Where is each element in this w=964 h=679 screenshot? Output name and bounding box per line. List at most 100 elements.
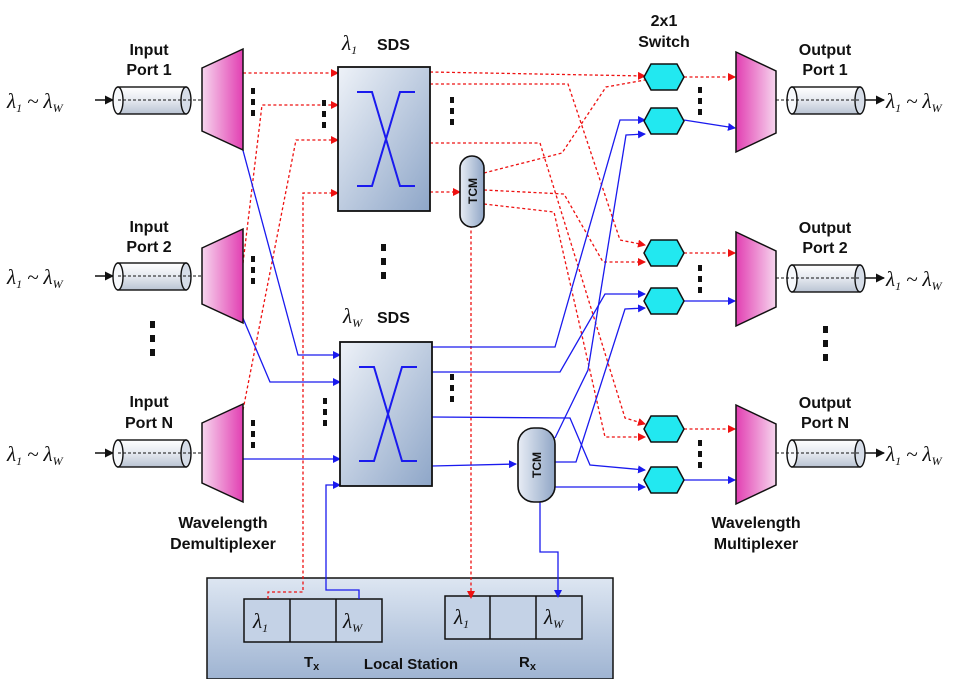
output-port-n-label-line1: Output — [799, 395, 852, 412]
red-path — [430, 142, 646, 426]
sds-lambda1-label: SDS — [377, 37, 410, 54]
tcm-2: TCM — [517, 427, 556, 503]
ellipsis-dots — [150, 87, 828, 468]
input-1-lambda-range: λ1~λW — [6, 89, 64, 115]
red-path — [483, 189, 646, 266]
input-n-lambda-range: λ1~λW — [6, 442, 64, 468]
input-fiber-1 — [95, 86, 202, 115]
red-path — [483, 203, 646, 441]
blue-path — [555, 304, 646, 463]
blue-path — [431, 416, 646, 474]
sds-lambdaW-label: SDS — [377, 310, 410, 327]
port-labels: Input Port 1 Input Port 2 Input Port N O… — [125, 13, 852, 553]
switch-hexagon — [643, 466, 685, 494]
multiplexer-1 — [735, 50, 777, 154]
blue-path — [432, 290, 646, 373]
switch-hexagon — [643, 239, 685, 267]
switch-hexagon — [643, 415, 685, 443]
ellipsis-vertical — [698, 87, 702, 115]
tcm-1: TCM — [459, 155, 485, 228]
output-port-2-label-line2: Port 2 — [802, 240, 847, 257]
output-fiber-1 — [776, 86, 885, 115]
blue-path — [233, 296, 341, 386]
blue-paths — [233, 116, 736, 599]
ellipsis-vertical — [150, 321, 155, 356]
ellipsis-vertical — [698, 265, 702, 293]
demultiplexer-n — [201, 402, 244, 504]
input-port-2-label-line1: Input — [129, 219, 169, 236]
tx-label: Tx — [304, 654, 320, 673]
red-paths — [242, 69, 736, 599]
ellipsis-vertical — [322, 100, 326, 128]
ellipsis-vertical — [823, 326, 828, 361]
output-port-1-label-line1: Output — [799, 42, 852, 59]
input-2-lambda-range: λ1~λW — [6, 265, 64, 291]
red-path — [242, 136, 339, 411]
red-path — [430, 83, 646, 248]
blue-path — [539, 500, 562, 598]
sds-lambdaW-symbol: λW — [342, 304, 363, 330]
rx-label: Rx — [519, 654, 537, 673]
ellipsis-vertical — [251, 88, 255, 116]
red-path — [242, 101, 339, 264]
input-port-n-label-line1: Input — [129, 394, 169, 411]
output-fiber-n — [776, 439, 885, 468]
ellipsis-vertical — [381, 244, 386, 279]
tcm-2-label: TCM — [530, 452, 544, 478]
tcm-1-label: TCM — [466, 178, 480, 204]
input-port-1-label-line2: Port 1 — [126, 62, 171, 79]
blue-path — [683, 119, 736, 131]
input-port-1-label-line1: Input — [129, 42, 169, 59]
input-port-n-label-line2: Port N — [125, 415, 173, 432]
multiplexer-n — [735, 403, 777, 506]
sds-lambda1: λ1 SDS — [337, 31, 431, 212]
blue-path — [325, 481, 360, 599]
ellipsis-vertical — [450, 374, 454, 402]
ellipsis-vertical — [251, 420, 255, 448]
lambda-range-labels: λ1~λW λ1~λW λ1~λW λ1~λW λ1~λW λ1~λW — [6, 89, 943, 468]
mux-label-line1: Wavelength — [711, 515, 800, 532]
rx-buffer: λ1 λW Rx — [444, 595, 583, 673]
output-port-n-label-line2: Port N — [801, 415, 849, 432]
ellipsis-vertical — [323, 398, 327, 426]
crossbar-icon — [359, 366, 417, 462]
ellipsis-vertical — [450, 97, 454, 125]
demux-label-line1: Wavelength — [178, 515, 267, 532]
blue-path — [233, 116, 341, 359]
switch-hexagon — [643, 63, 685, 91]
tx-lambda-1: λ1 — [252, 609, 268, 635]
output-n-lambda-range: λ1~λW — [885, 442, 943, 468]
output-1-lambda-range: λ1~λW — [885, 89, 943, 115]
blue-path — [554, 130, 646, 439]
tx-lambda-w: λW — [342, 609, 363, 635]
switch-hexagon — [643, 107, 685, 135]
mux-label-line2: Multiplexer — [714, 536, 798, 553]
rx-lambda-1: λ1 — [453, 605, 469, 631]
crossbar-icon — [357, 91, 415, 187]
tx-buffer: λ1 λW Tx — [243, 598, 383, 673]
input-port-2-label-line2: Port 2 — [126, 239, 171, 256]
ellipsis-vertical — [251, 256, 255, 284]
multiplexer-2 — [735, 230, 777, 328]
blue-path — [431, 460, 517, 469]
input-fiber-n — [95, 439, 202, 468]
red-path — [483, 79, 646, 174]
red-path — [267, 189, 339, 599]
local-station-label: Local Station — [364, 656, 458, 673]
rx-lambda-w: λW — [543, 605, 564, 631]
demultiplexer-1 — [201, 47, 244, 152]
sds-lambda1-symbol: λ1 — [341, 31, 357, 57]
switch-label-line1: 2x1 — [651, 13, 678, 30]
output-port-2-label-line1: Output — [799, 220, 852, 237]
sds-lambdaW: λW SDS — [339, 304, 433, 487]
output-port-1-label-line2: Port 1 — [802, 62, 847, 79]
demultiplexer-2 — [201, 227, 244, 325]
switches — [643, 63, 685, 494]
switch-label-line2: Switch — [638, 34, 690, 51]
demux-label-line2: Demultiplexer — [170, 536, 276, 553]
input-fiber-2 — [95, 262, 202, 291]
red-path — [429, 71, 646, 80]
blue-path — [432, 116, 646, 348]
output-2-lambda-range: λ1~λW — [885, 267, 943, 293]
